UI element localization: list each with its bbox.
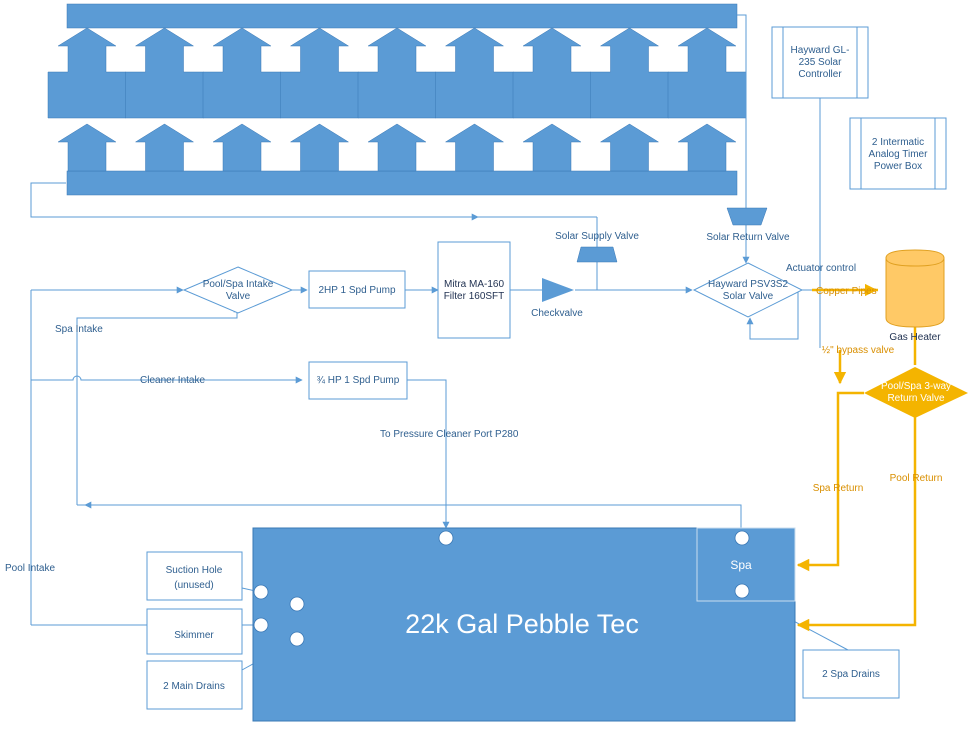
spa-label: Spa <box>730 558 752 572</box>
return-valve-line1: Pool/Spa 3-way <box>881 381 951 392</box>
pool-label: 22k Gal Pebble Tec <box>405 609 639 639</box>
main-drains-box: 2 Main Drains <box>146 660 243 710</box>
spa-drains-box: 2 Spa Drains <box>802 649 900 699</box>
pump-three-quarter-hp: ¾ HP 1 Spd Pump <box>308 361 408 400</box>
return-valve: Pool/Spa 3-way Return Valve <box>864 367 968 418</box>
spa-return-label: Spa Return <box>813 483 864 494</box>
actuator-control-label: Actuator control <box>786 263 856 274</box>
pool-intake-label: Pool Intake <box>5 563 55 574</box>
pool: Spa 22k Gal Pebble Tec <box>252 527 796 722</box>
solar-controller-line1: Hayward GL- <box>791 45 850 56</box>
return-jet-1 <box>289 596 305 612</box>
solar-panel-column <box>125 27 204 172</box>
timer-line2: Analog Timer <box>869 149 929 160</box>
solar-panel-column <box>357 27 437 172</box>
timer-line3: Power Box <box>874 161 922 172</box>
checkvalve-label: Checkvalve <box>531 308 583 319</box>
skimmer-port <box>253 617 269 633</box>
intake-valve-line1: Pool/Spa Intake <box>203 279 274 290</box>
suction-hole <box>253 584 269 600</box>
pool-return-label: Pool Return <box>890 473 943 484</box>
solar-supply-valve: Solar Supply Valve <box>555 231 639 263</box>
intake-valve-line2: Valve <box>226 291 251 302</box>
intake-valve: Pool/Spa Intake Valve <box>182 266 294 314</box>
solar-bottom-header <box>66 170 738 196</box>
pump-2hp-label: 2HP 1 Spd Pump <box>318 285 396 296</box>
solar-controller-line3: Controller <box>798 69 842 80</box>
spa-drains-label: 2 Spa Drains <box>822 669 880 680</box>
pool-body <box>252 527 796 722</box>
skimmer-box: Skimmer <box>146 608 243 655</box>
solar-valve-line2: Solar Valve <box>723 291 774 302</box>
cleaner-intake-label: Cleaner Intake <box>140 375 205 386</box>
copper-pipes-label: Copper Pipes <box>816 286 877 297</box>
suction-hole-line1: Suction Hole <box>166 565 223 576</box>
solar-panel-column <box>667 27 747 172</box>
solar-panel-column <box>47 27 127 172</box>
main-drain <box>289 631 305 647</box>
sand-filter: Mitra MA-160 Filter 160SFT <box>437 241 511 339</box>
checkvalve: Checkvalve <box>531 278 583 319</box>
spa-area <box>696 527 796 602</box>
cleaner-port <box>438 530 454 546</box>
solar-controller-line2: 235 Solar <box>799 57 842 68</box>
return-lines <box>796 283 917 632</box>
solar-panel-column <box>590 27 669 172</box>
filter-line2: Filter 160SFT <box>444 291 505 302</box>
solar-panel-column <box>512 27 592 172</box>
bypass-valve-label: ½" bypass valve <box>822 345 895 356</box>
main-drains-label: 2 Main Drains <box>163 681 225 692</box>
solar-panel-array <box>47 3 747 196</box>
pressure-cleaner-label: To Pressure Cleaner Port P280 <box>380 429 519 440</box>
solar-return-valve-label: Solar Return Valve <box>706 232 790 243</box>
suction-hole-line2: (unused) <box>174 580 213 591</box>
solar-panel-column <box>202 27 282 172</box>
spa-intake-label: Spa Intake <box>55 324 103 335</box>
spa-drain <box>734 583 750 599</box>
solar-supply-valve-label: Solar Supply Valve <box>555 231 639 242</box>
solar-panel-column <box>280 27 359 172</box>
timer-line1: 2 Intermatic <box>872 137 924 148</box>
skimmer-label: Skimmer <box>174 630 214 641</box>
solar-controller: Hayward GL- 235 Solar Controller <box>771 26 869 99</box>
gas-heater-label: Gas Heater <box>889 332 941 343</box>
spa-return-jet <box>734 530 750 546</box>
solar-panels <box>47 27 747 172</box>
pump-2hp: 2HP 1 Spd Pump <box>308 270 406 309</box>
suction-hole-box: Suction Hole (unused) <box>146 551 243 601</box>
return-valve-line2: Return Valve <box>887 393 945 404</box>
timer-power-box: 2 Intermatic Analog Timer Power Box <box>849 117 947 190</box>
solar-top-header <box>66 3 738 29</box>
solar-return-valve: Solar Return Valve <box>706 207 790 243</box>
solar-panel-column <box>435 27 514 172</box>
gas-heater: Gas Heater <box>885 249 945 343</box>
solar-valve-line1: Hayward PSV3S2 <box>708 279 788 290</box>
solar-valve: Hayward PSV3S2 Solar Valve <box>692 262 804 318</box>
pump-3q-label: ¾ HP 1 Spd Pump <box>317 375 400 386</box>
filter-line1: Mitra MA-160 <box>444 279 504 290</box>
